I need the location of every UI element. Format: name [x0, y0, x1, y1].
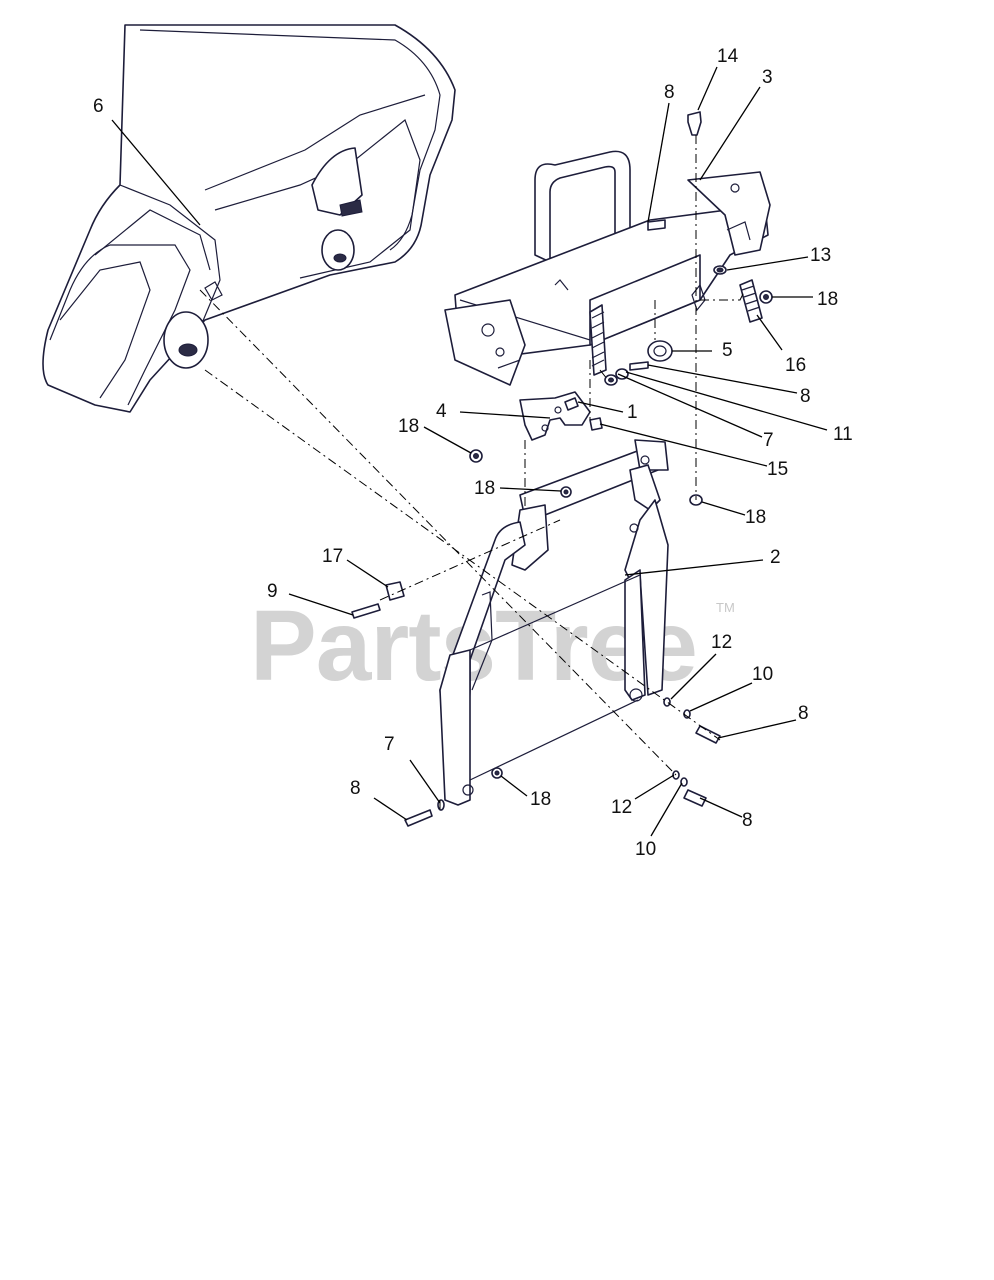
callout-18-mid: 18 [474, 478, 495, 499]
callout-18-left: 18 [398, 416, 419, 437]
bushing-17 [385, 581, 405, 601]
callout-8-left-lower: 8 [350, 778, 361, 799]
bushing-5 [647, 340, 673, 362]
bolt-8-right-lower [683, 789, 707, 807]
nut-18-top-right [759, 290, 773, 304]
washer-10-lower [680, 777, 688, 787]
callout-7-lower: 7 [384, 734, 395, 755]
callout-15: 15 [767, 459, 788, 480]
callout-13: 13 [810, 245, 831, 266]
spring-16 [739, 279, 763, 323]
callout-8-right-lower: 8 [742, 810, 753, 831]
assembly-lines [199, 135, 746, 810]
callout-3: 3 [762, 67, 773, 88]
callout-8-right: 8 [800, 386, 811, 407]
callout-12-lower: 12 [611, 797, 632, 818]
top-pin [687, 111, 702, 136]
callout-10-lower: 10 [635, 839, 656, 860]
bolt-8-left-lower [404, 809, 433, 827]
callout-18-right: 18 [745, 507, 766, 528]
bolt-8-top [647, 219, 666, 231]
cam-plate-4 [519, 391, 591, 441]
nut-18-left [469, 449, 483, 463]
pin-15 [589, 417, 603, 431]
watermark-trademark: TM [716, 600, 735, 615]
callout-11: 11 [833, 424, 853, 445]
clip-1 [564, 397, 579, 411]
callout-18-top-right: 18 [817, 289, 838, 310]
handle-frame [439, 439, 669, 806]
callout-5: 5 [722, 340, 733, 361]
callouts: 14 3 8 6 13 18 5 16 8 4 1 18 7 11 15 18 … [93, 46, 853, 860]
washer-12-upper [663, 697, 671, 707]
callout-10-upper: 10 [752, 664, 773, 685]
callout-2: 2 [770, 547, 781, 568]
bolt-8-right-upper [695, 725, 721, 744]
callout-8-top: 8 [664, 82, 675, 103]
callout-9: 9 [267, 581, 278, 602]
callout-4: 4 [436, 401, 447, 422]
bolt-9 [351, 603, 381, 619]
control-console-housing [42, 24, 456, 413]
washer-13 [713, 265, 727, 275]
callout-12-upper: 12 [711, 632, 732, 653]
callout-14: 14 [717, 46, 739, 67]
callout-8-right-upper: 8 [798, 703, 809, 724]
callout-16: 16 [785, 355, 806, 376]
callout-1: 1 [627, 402, 638, 423]
callout-18-lower: 18 [530, 789, 551, 810]
control-bracket-box [444, 150, 771, 386]
callout-7-upper: 7 [763, 430, 774, 451]
callout-17: 17 [322, 546, 343, 567]
nut-18-mid [560, 486, 572, 498]
nut-18-lower [491, 767, 503, 779]
leader-lines [111, 66, 828, 837]
hardware-8-11-7 [604, 361, 649, 386]
callout-6: 6 [93, 96, 104, 117]
